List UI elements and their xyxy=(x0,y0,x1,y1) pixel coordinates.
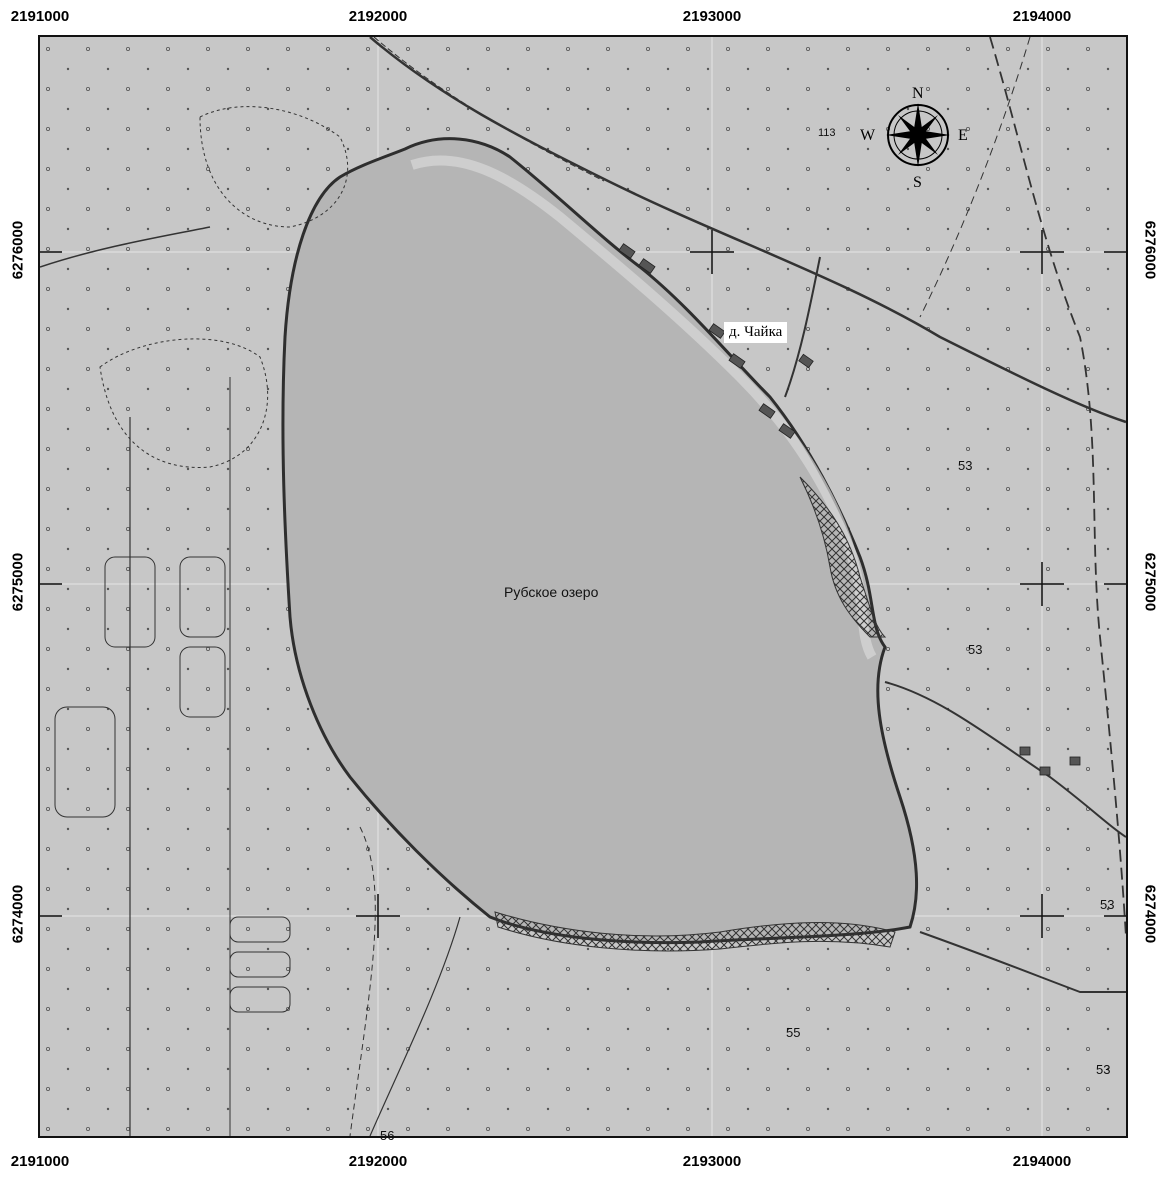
parcel-number: 113 xyxy=(818,127,836,139)
wetland-east xyxy=(799,476,887,638)
y-coord-right-3-text: 6274000 xyxy=(1141,884,1159,944)
parcel-number: 53 xyxy=(1100,897,1115,912)
parcel-number: 53 xyxy=(968,642,983,657)
parcel-number: 53 xyxy=(958,458,973,473)
roads xyxy=(40,37,1126,1136)
y-coord-right-1-text: 6276000 xyxy=(1141,220,1159,280)
lake-name-label: Рубское озеро xyxy=(504,584,599,600)
x-coord-bottom-4: 2194000 xyxy=(1012,1153,1072,1170)
x-coord-top-1: 2191000 xyxy=(10,8,70,25)
x-coord-top-3: 2193000 xyxy=(682,8,742,25)
village-name-label: д. Чайка xyxy=(724,322,788,343)
peat-fields xyxy=(54,106,349,1013)
parcel-number: 55 xyxy=(786,1025,801,1040)
x-coord-top-2: 2192000 xyxy=(348,8,408,25)
y-coord-left-2-text: 6275000 xyxy=(9,552,27,612)
compass-w: W xyxy=(860,127,876,144)
y-coord-left-3-text: 6274000 xyxy=(9,884,27,944)
x-coord-bottom-3: 2193000 xyxy=(682,1153,742,1170)
map-canvas: N S E W xyxy=(40,37,1126,1136)
x-coord-bottom-2: 2192000 xyxy=(348,1153,408,1170)
parcel-number: 53 xyxy=(1096,1062,1111,1077)
compass-n: N xyxy=(912,85,924,102)
x-coord-bottom-1: 2191000 xyxy=(10,1153,70,1170)
compass-e: E xyxy=(958,127,968,144)
x-coord-top-4: 2194000 xyxy=(1012,8,1072,25)
village-buildings xyxy=(618,243,1081,776)
y-coord-right-2-text: 6275000 xyxy=(1141,552,1159,612)
compass-rose: N S E W xyxy=(860,85,968,191)
wetland-south xyxy=(494,911,896,952)
compass-s: S xyxy=(913,174,922,191)
y-coord-left-1-text: 6276000 xyxy=(9,220,27,280)
parcel-number: 56 xyxy=(380,1128,395,1143)
map-frame: N S E W xyxy=(38,35,1128,1138)
